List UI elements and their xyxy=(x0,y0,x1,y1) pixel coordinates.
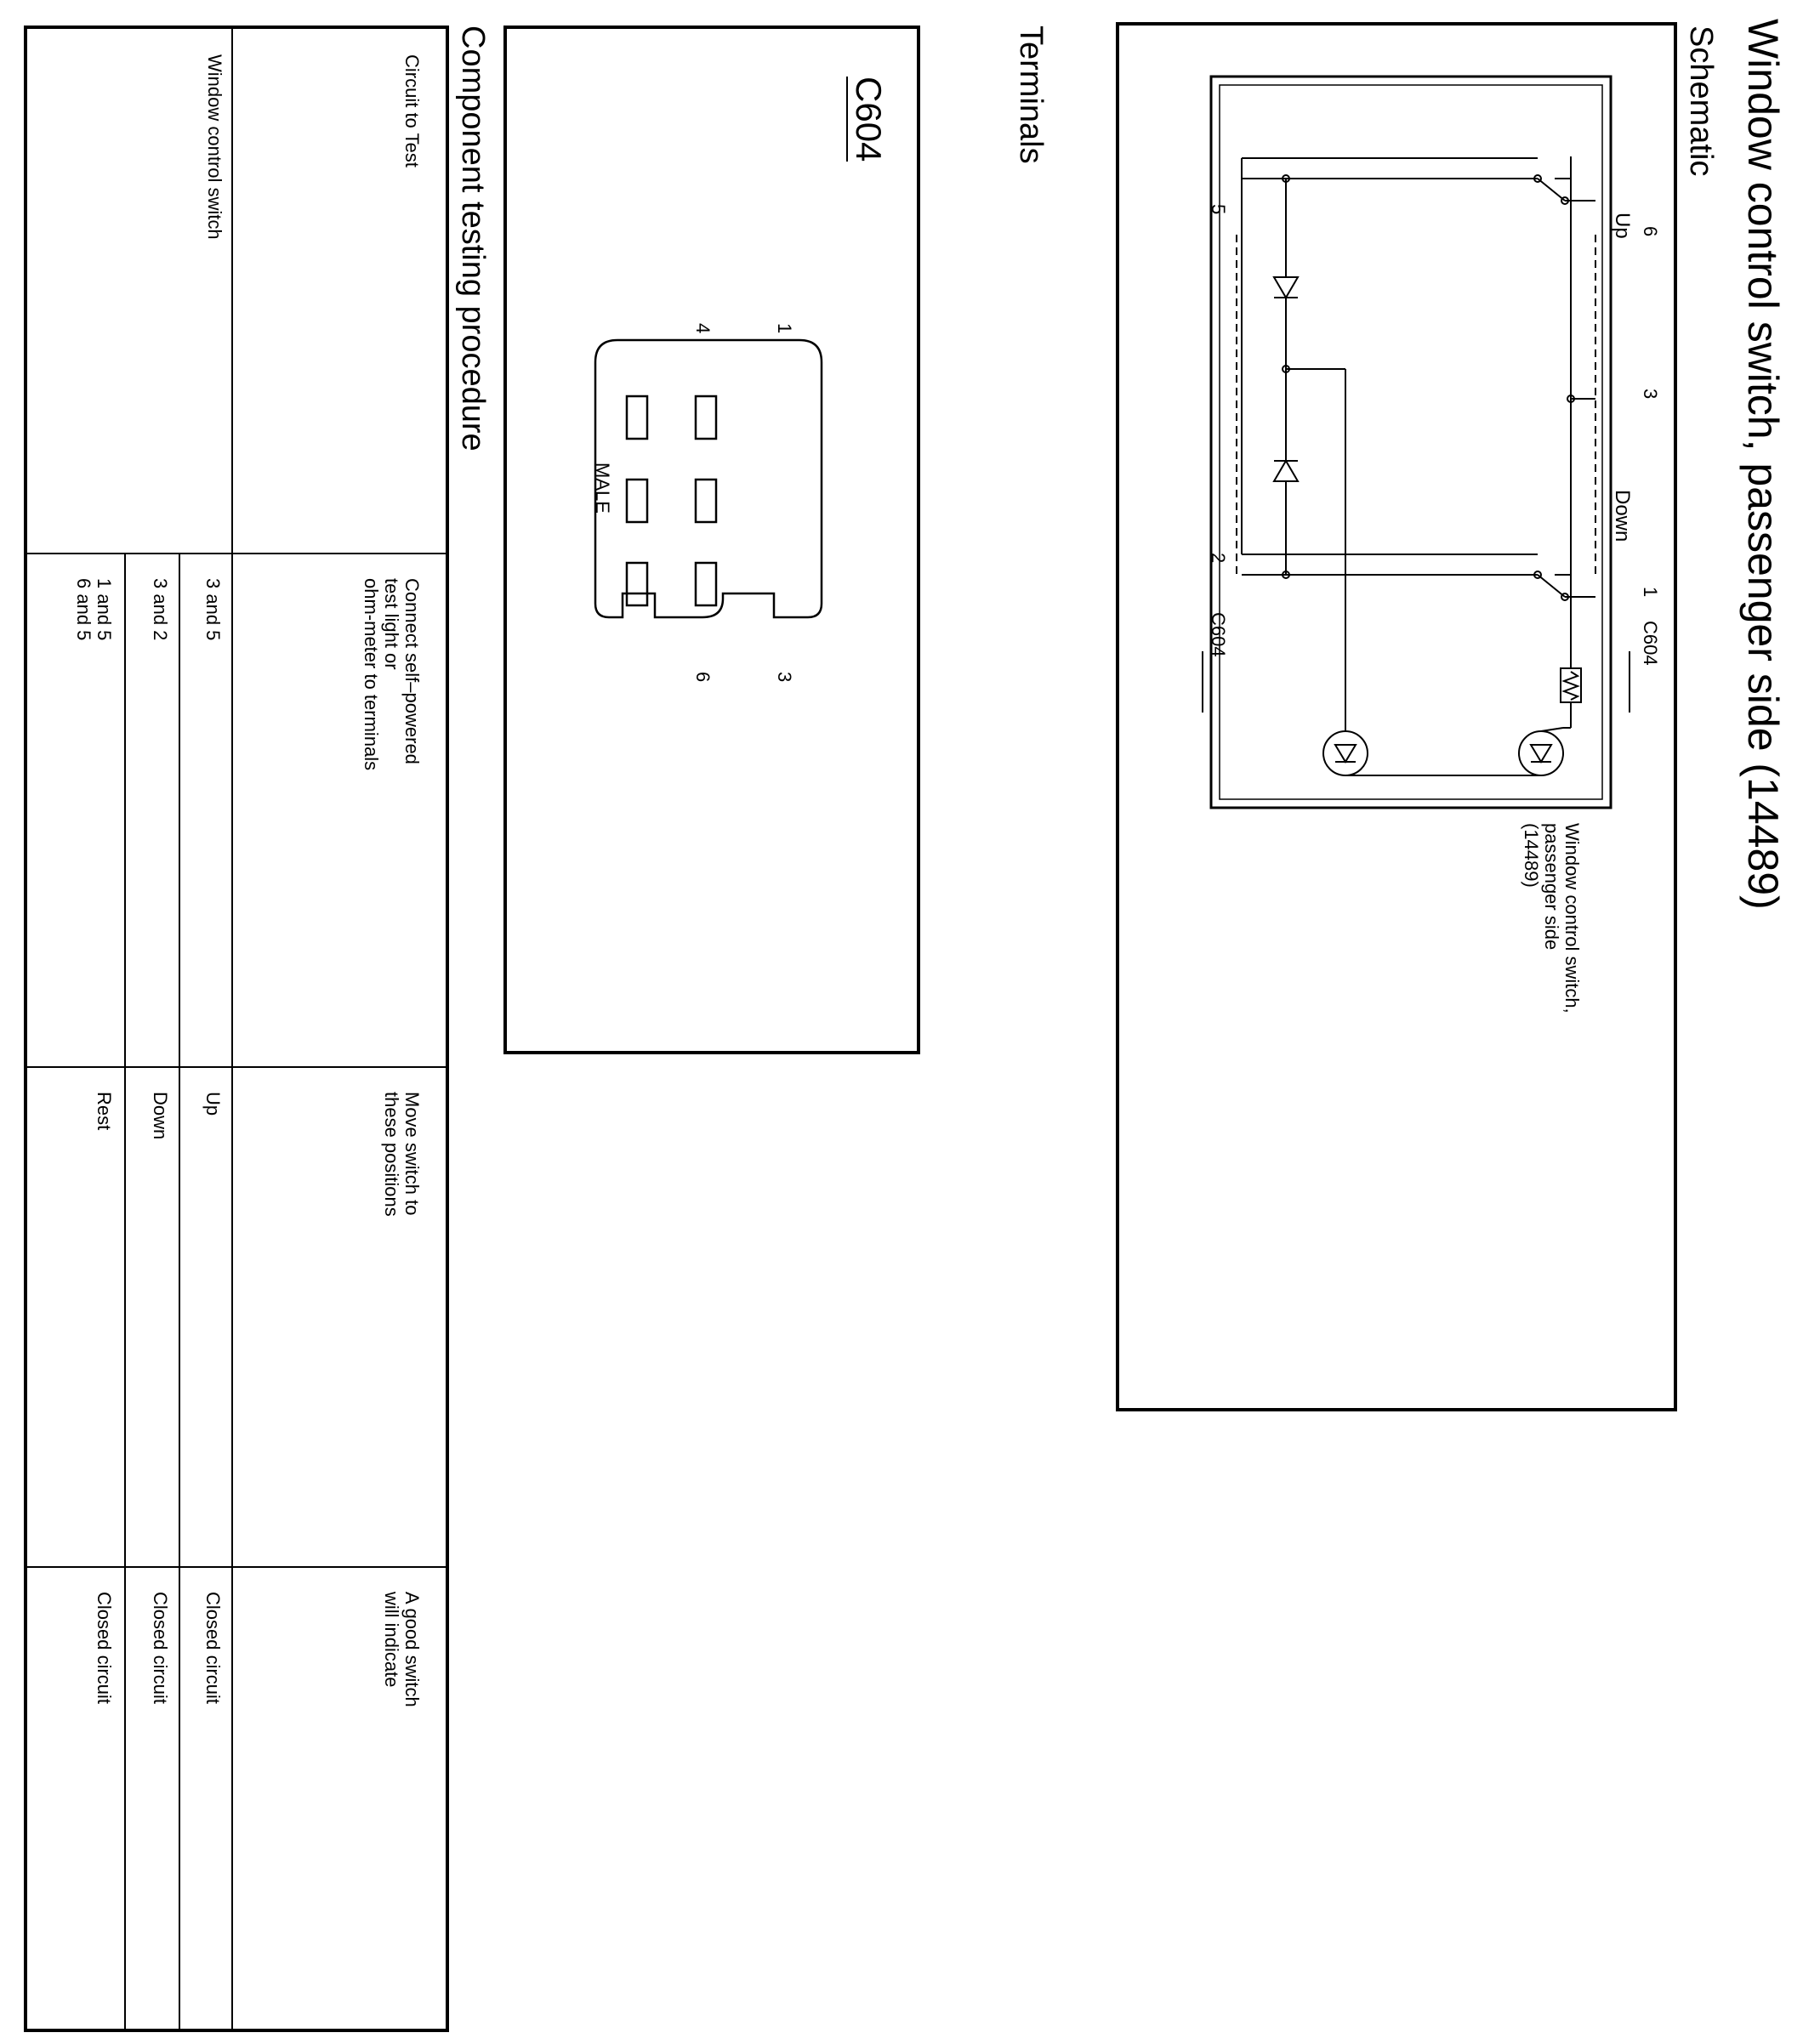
schematic-component-label: Window control switch, passenger side (1… xyxy=(1521,823,1584,1013)
terminal-pin-3: 3 xyxy=(774,672,795,683)
terminal-pin-4: 4 xyxy=(692,323,714,334)
row-position: Up xyxy=(202,1092,224,1116)
table-divider xyxy=(27,553,446,554)
page-title: Window control switch, passenger side (1… xyxy=(1739,19,1787,910)
circuit-name: Window control switch xyxy=(204,54,225,240)
table-divider xyxy=(27,1566,446,1568)
connector-face-diagram xyxy=(594,338,823,619)
schematic-pin-1: 1 xyxy=(1640,587,1661,598)
row-terminals: 3 and 2 xyxy=(150,578,171,641)
terminals-connector-label: C604 xyxy=(845,77,889,162)
header-indicate: A good switch will indicate xyxy=(380,1592,423,1707)
row-position: Down xyxy=(150,1092,171,1140)
procedure-heading: Component testing procedure xyxy=(455,26,491,451)
switch-down-label: Down xyxy=(1611,490,1634,542)
schematic-pin-3: 3 xyxy=(1640,389,1661,400)
header-circuit: Circuit to Test xyxy=(401,54,423,167)
row-terminals: 1 and 5 6 and 5 xyxy=(72,578,115,641)
row-result: Closed circuit xyxy=(202,1592,224,1705)
connector-gender-label: MALE xyxy=(592,463,613,514)
table-divider xyxy=(179,553,180,2029)
schematic-pin-2: 2 xyxy=(1208,553,1229,564)
switch-up-label: Up xyxy=(1611,213,1634,239)
schematic-diagram xyxy=(1202,75,1630,809)
row-result: Closed circuit xyxy=(150,1592,171,1705)
row-terminals: 3 and 5 xyxy=(202,578,224,641)
row-position: Rest xyxy=(94,1092,115,1131)
schematic-pin-6: 6 xyxy=(1640,226,1661,237)
schematic-connector-top: C604 xyxy=(1640,621,1661,666)
table-divider xyxy=(231,29,233,2029)
schematic-connector-bottom: C604 xyxy=(1208,612,1229,657)
schematic-pin-5: 5 xyxy=(1208,204,1229,215)
header-move: Move switch to these positions xyxy=(380,1092,423,1217)
table-divider xyxy=(124,553,126,2029)
terminal-pin-6: 6 xyxy=(692,672,714,683)
header-connect: Connect self–powered test light or ohm-m… xyxy=(360,578,423,771)
table-divider xyxy=(27,1066,446,1068)
procedure-table: Circuit to Test Connect self–powered tes… xyxy=(24,26,449,2032)
schematic-heading: Schematic xyxy=(1683,26,1719,177)
row-result: Closed circuit xyxy=(94,1592,115,1705)
terminal-pin-1: 1 xyxy=(774,323,795,334)
terminals-heading: Terminals xyxy=(1013,26,1049,164)
